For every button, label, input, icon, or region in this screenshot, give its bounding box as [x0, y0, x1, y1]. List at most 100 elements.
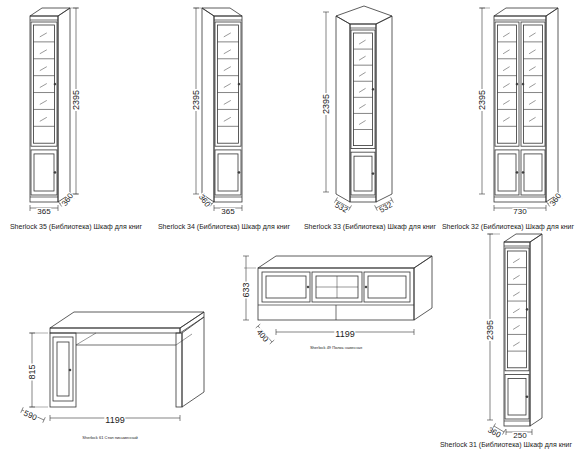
dimension-tick [270, 340, 275, 344]
glass-reflection [529, 100, 536, 104]
door-panel [57, 342, 69, 396]
glass-pane [34, 25, 55, 143]
cabinet-side [546, 8, 558, 202]
dimension-label: 360 [196, 192, 211, 209]
lower-door [521, 150, 545, 195]
plinth-line [214, 197, 242, 198]
glass-reflection [513, 259, 520, 263]
keyboard-shelf [76, 345, 176, 346]
glass-shelf [498, 41, 517, 42]
extension-line [70, 8, 78, 9]
shelf-door [262, 272, 310, 302]
glass-shelf [354, 81, 373, 82]
glass-reflection [40, 84, 47, 88]
shelf-door [364, 272, 410, 302]
glass-reflection [40, 117, 47, 121]
door-panel [368, 276, 406, 298]
door-handle [69, 369, 71, 371]
dimension-label: 2395 [322, 93, 331, 115]
dimension-tick [58, 205, 59, 211]
glass-reflection [529, 84, 536, 88]
glass-reflection [513, 292, 520, 296]
shelf-side [414, 256, 432, 320]
glass-reflection [503, 84, 510, 88]
glass-shelf [34, 58, 55, 59]
door-panel [498, 154, 516, 191]
door-handle [365, 286, 367, 288]
glass-shelf [524, 75, 543, 76]
door-handle [516, 83, 518, 85]
door-panel [354, 156, 372, 191]
item-caption: Sherlock 35 (Библиотека) Шкаф для книг [9, 223, 143, 230]
dimension-tick [242, 205, 243, 211]
dimension-tick [276, 329, 277, 335]
corner-side-left [336, 16, 350, 202]
glass-shelf [524, 58, 543, 59]
item-caption: Sherlock 31 (Библиотека) Шкаф для книг [439, 441, 573, 448]
glass-shelf [524, 126, 543, 127]
dimension-label: 815 [28, 363, 37, 380]
dimension-tick [214, 205, 215, 211]
door-handle [307, 286, 309, 288]
door-handle [526, 396, 528, 398]
dimension-label: 532 [332, 201, 349, 216]
item-caption: Sherlock 61 Стол письменный [81, 436, 138, 440]
glass-reflection [40, 33, 47, 37]
glass-shelf [524, 92, 543, 93]
glass-shelf [508, 284, 527, 285]
glass-pane [524, 25, 543, 143]
cornice-line [214, 20, 242, 21]
glass-door [351, 30, 375, 149]
glass-shelf [34, 109, 55, 110]
glass-reflection [359, 88, 366, 92]
dimension-label: 730 [512, 208, 527, 216]
dimension-tick [43, 417, 45, 422]
glass-shelf [218, 126, 239, 127]
cornice-line [494, 20, 546, 21]
glass-pane [498, 25, 517, 143]
extension-line [480, 8, 490, 9]
glass-reflection [529, 33, 536, 37]
glass-shelf [498, 92, 517, 93]
desk-top [50, 312, 204, 328]
glass-reflection [224, 33, 231, 37]
glass-reflection [40, 67, 47, 71]
glass-shelf [34, 126, 55, 127]
dimension-label: 365 [36, 208, 51, 216]
item-caption: Sherlock 32 (Библиотека) Шкаф для книг [441, 223, 575, 230]
dimension-tick [50, 415, 51, 421]
cornice-line [350, 28, 376, 29]
cabinet-front [504, 242, 530, 426]
dimension-label: 250 [512, 432, 527, 440]
pedestal-door [53, 337, 73, 401]
glass-shelf [508, 317, 527, 318]
glass-reflection [513, 325, 520, 329]
plinth-line [350, 197, 376, 198]
dimension-tick [506, 429, 507, 435]
cabinet-front [214, 16, 242, 202]
glass-reflection [224, 84, 231, 88]
dimension-label: 633 [242, 281, 251, 298]
glass-shelf [218, 58, 239, 59]
glass-reflection [359, 40, 366, 44]
glass-pane [354, 33, 373, 146]
glass-bar [337, 276, 338, 298]
cornice-line [30, 20, 58, 21]
glass-reflection [503, 100, 510, 104]
glass-reflection [359, 121, 366, 125]
glass-shelf [354, 65, 373, 66]
lower-door [31, 150, 57, 195]
glass-reflection [513, 309, 520, 313]
glass-shelf [498, 109, 517, 110]
lower-door [215, 150, 241, 195]
glass-reflection [529, 117, 536, 121]
dimension-tick [323, 192, 329, 193]
glass-shelf [508, 267, 527, 268]
dimension-tick [502, 429, 505, 434]
keyboard-shelf [76, 333, 96, 345]
glass-reflection [513, 275, 520, 279]
dimension-label: 2395 [478, 89, 487, 111]
plinth-line [494, 197, 546, 198]
glass-pane [316, 276, 358, 298]
door-handle [372, 88, 374, 90]
